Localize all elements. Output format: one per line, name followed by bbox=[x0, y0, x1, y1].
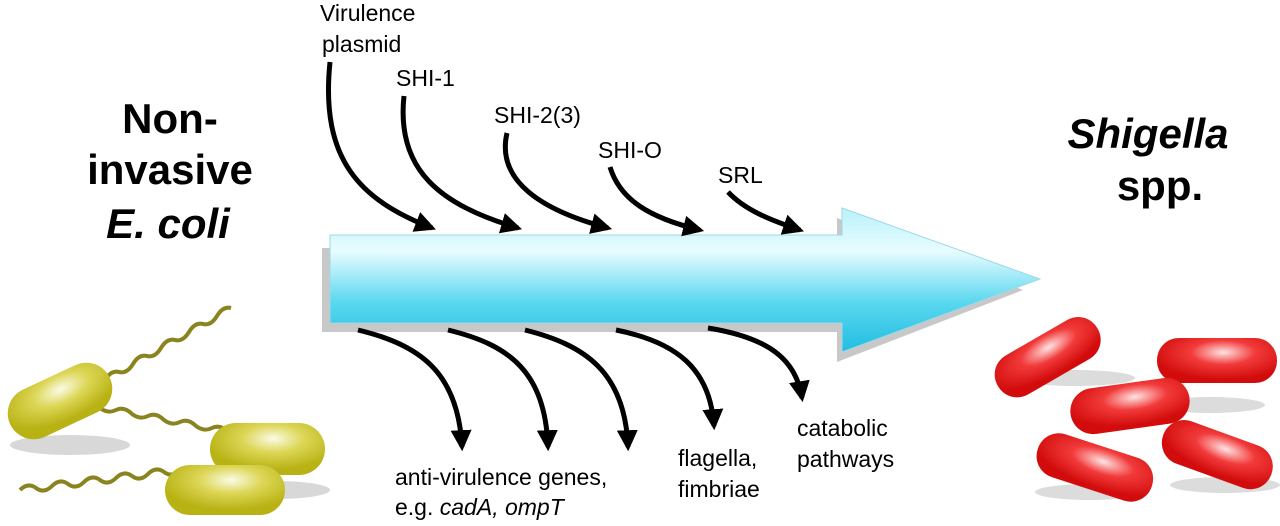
label-shi2: SHI-2(3) bbox=[494, 102, 581, 128]
label-shio: SHI-O bbox=[598, 137, 662, 163]
loss-arrow-2 bbox=[447, 327, 558, 452]
loss-arrow-3 bbox=[524, 327, 638, 452]
label-virulence-plasmid-line2: plasmid bbox=[322, 31, 401, 57]
shigella-cell bbox=[1157, 338, 1277, 383]
ecoli-cell bbox=[210, 423, 325, 475]
label-anti-virulence-line2: e.g. cadA, ompT bbox=[395, 494, 566, 520]
gain-arrow-shi2 bbox=[502, 132, 613, 234]
label-catabolic-line1: catabolic bbox=[797, 415, 888, 441]
label-srl: SRL bbox=[718, 162, 763, 188]
shigella-cells-illustration bbox=[994, 316, 1280, 502]
label-catabolic-line2: pathways bbox=[797, 446, 894, 472]
shigella-cell bbox=[1070, 377, 1190, 435]
gain-arrow-virulence-plasmid bbox=[326, 61, 436, 232]
main-arrow bbox=[322, 207, 1042, 362]
ecoli-cell bbox=[7, 362, 113, 440]
shigella-cell bbox=[994, 316, 1101, 398]
loss-arrow-5 bbox=[707, 325, 810, 403]
loss-arrow-4 bbox=[615, 327, 724, 431]
left-title-line3: E. coli bbox=[106, 200, 231, 247]
label-virulence-plasmid-line1: Virulence bbox=[320, 0, 415, 26]
loss-arrow-1 bbox=[357, 327, 472, 452]
flagellum bbox=[98, 406, 230, 434]
shigella-cell bbox=[1161, 420, 1273, 490]
shigella-cell bbox=[1036, 433, 1154, 502]
label-shi1: SHI-1 bbox=[396, 65, 455, 91]
ecoli-cells-illustration bbox=[7, 305, 330, 515]
left-title-line2: invasive bbox=[87, 146, 253, 193]
label-anti-virulence-eg: e.g. bbox=[395, 494, 440, 520]
right-title-line2: spp. bbox=[1117, 162, 1203, 209]
right-title-line1: Shigella bbox=[1067, 110, 1228, 157]
ecoli-cell bbox=[165, 465, 285, 515]
loss-arrows bbox=[357, 325, 810, 452]
label-flagella-line2: fimbriae bbox=[678, 476, 760, 502]
gain-arrow-shi1 bbox=[400, 95, 523, 234]
label-flagella-line1: flagella, bbox=[678, 445, 757, 471]
flagellum bbox=[103, 305, 232, 382]
label-anti-virulence-line1: anti-virulence genes, bbox=[395, 464, 607, 490]
gain-arrow-srl bbox=[726, 190, 804, 235]
gain-arrows bbox=[326, 61, 804, 237]
label-anti-virulence-genes: cadA, ompT bbox=[440, 494, 566, 520]
left-title-line1: Non- bbox=[122, 95, 218, 142]
gain-arrow-shio bbox=[607, 166, 705, 237]
flagellum bbox=[18, 467, 182, 493]
